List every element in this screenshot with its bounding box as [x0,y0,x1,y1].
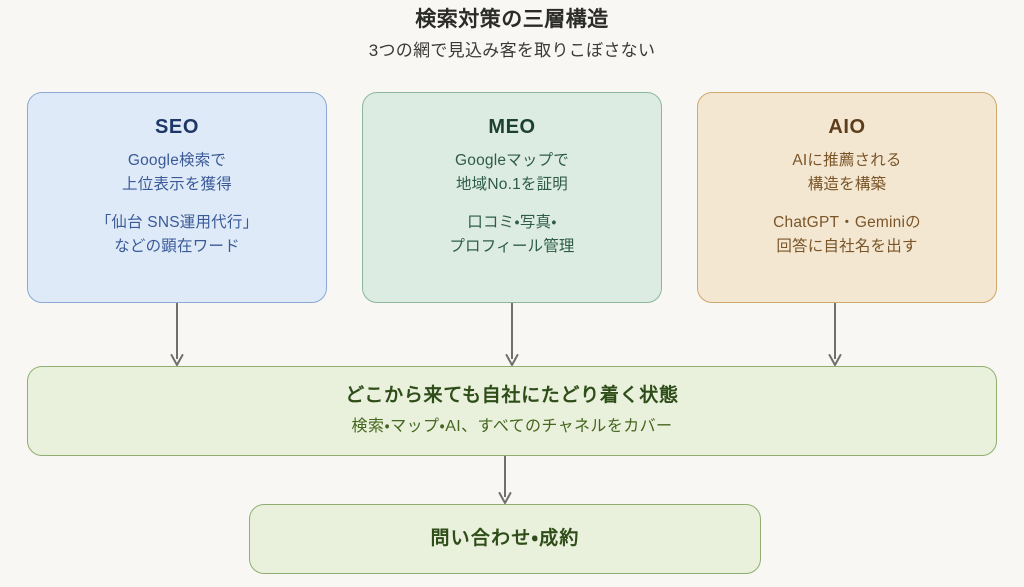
pillar-card-seo-primary: Google検索で 上位表示を獲得 [122,149,232,197]
pillar-card-seo-primary-line-1: Google検索で [127,152,227,169]
summary-state-title: どこから来ても自社にたどり着く状態 [345,385,679,407]
diagram-header: 検索対策の三層構造 3つの網で見込み客を取りこぼさない [0,0,1024,63]
pillar-card-aio-primary: AIに推薦される 構造を構築 [792,149,901,197]
down-arrow-icon [170,303,184,366]
summary-state-box[interactable]: どこから来ても自社にたどり着く状態 検索・マップ・AI、すべてのチャネルをカバー [27,366,997,456]
pillar-card-seo-secondary-line-1: 「仙台 SNS運用代行」 [95,214,259,232]
summary-state-subtitle: 検索・マップ・AI、すべてのチャネルをカバー [351,417,673,435]
connector-summary-to-outcome [496,456,514,504]
pillar-card-meo-secondary: 口コミ・写真・ プロフィール管理 [449,211,574,259]
connector-meo-to-summary [503,303,521,366]
pillar-card-meo-title: MEO [488,116,536,138]
pillar-card-seo-secondary: 「仙台 SNS運用代行」 などの顕在ワード [96,211,259,259]
pillar-card-meo[interactable]: MEO Googleマップで 地域No.1を証明 口コミ・写真・ プロフィール管… [362,92,662,303]
pillar-card-aio[interactable]: AIO AIに推薦される 構造を構築 ChatGPT・Geminiの 回答に自社… [697,92,997,303]
pillar-card-meo-secondary-line-1: 口コミ・写真・ [467,214,557,232]
pillar-card-meo-primary-line-1: Googleマップで [455,152,569,169]
down-arrow-icon [828,303,842,366]
connector-aio-to-summary [826,303,844,366]
connector-seo-to-summary [168,303,186,366]
pillar-card-aio-primary-line-1: AIに推薦される [792,152,902,169]
pillar-card-aio-title: AIO [828,116,866,138]
pillar-card-seo[interactable]: SEO Google検索で 上位表示を獲得 「仙台 SNS運用代行」 などの顕在… [27,92,327,303]
down-arrow-icon [505,303,519,366]
pillar-card-meo-secondary-line-2: プロフィール管理 [449,238,575,256]
pillar-card-aio-secondary-line-1: ChatGPT・Geminiの [773,214,921,232]
pillar-card-meo-primary-line-2: 地域No.1を証明 [455,176,569,194]
pillar-card-aio-primary-line-2: 構造を構築 [807,176,887,194]
pillar-card-meo-primary: Googleマップで 地域No.1を証明 [455,149,569,197]
down-arrow-icon [498,456,512,504]
pillar-card-aio-secondary: ChatGPT・Geminiの 回答に自社名を出す [773,211,921,259]
pillar-cards-row: SEO Google検索で 上位表示を獲得 「仙台 SNS運用代行」 などの顕在… [27,92,997,303]
page-subtitle: 3つの網で見込み客を取りこぼさない [368,41,656,61]
outcome-label: 問い合わせ・成約 [430,527,580,549]
pillar-card-seo-primary-line-2: 上位表示を獲得 [122,176,232,194]
pillar-card-seo-secondary-line-2: などの顕在ワード [114,238,240,256]
pillar-card-aio-secondary-line-2: 回答に自社名を出す [776,238,918,256]
page-title: 検索対策の三層構造 [415,8,609,31]
outcome-box[interactable]: 問い合わせ・成約 [249,504,761,574]
pillar-card-seo-title: SEO [154,116,200,138]
